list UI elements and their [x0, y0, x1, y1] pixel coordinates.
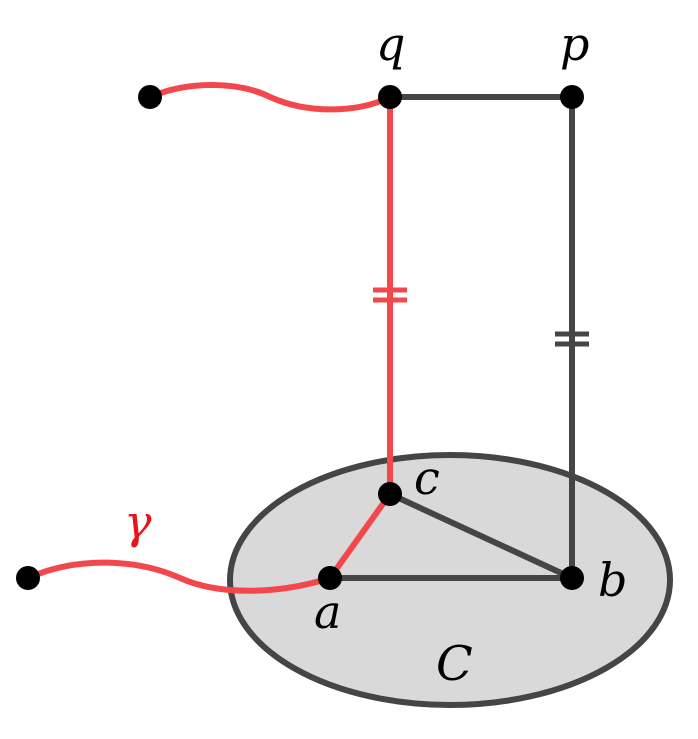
label-c: c	[414, 451, 440, 505]
equal-tick-marks-dark	[555, 331, 589, 347]
label-gamma: γ	[124, 495, 152, 549]
node-p	[560, 85, 584, 109]
edge-c-b	[388, 491, 574, 581]
node-q	[378, 85, 402, 109]
label-p: p	[560, 17, 589, 71]
label-q: q	[376, 17, 405, 71]
curve-gamma-left	[26, 559, 331, 594]
curve-top-red	[148, 82, 392, 113]
node-c	[378, 482, 402, 506]
node-a	[318, 566, 342, 590]
label-region-C: C	[436, 636, 473, 692]
node-b	[560, 566, 584, 590]
edge-a-c-red	[327, 492, 393, 580]
node-left	[16, 566, 40, 590]
node-top-left	[138, 85, 162, 109]
equal-tick-marks-red	[373, 287, 407, 303]
label-a: a	[314, 585, 341, 639]
label-b: b	[598, 553, 627, 607]
